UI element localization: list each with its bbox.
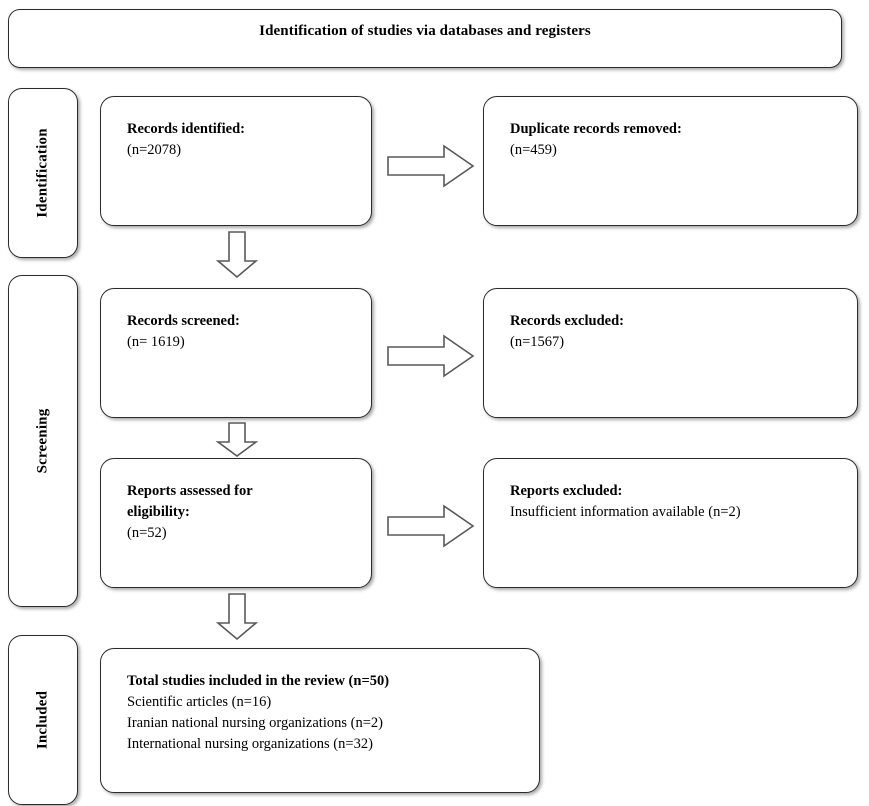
arrow-right-icon-assessed-to-reports-excluded bbox=[386, 503, 476, 549]
node-duplicate-records-removed: Duplicate records removed: (n=459) bbox=[483, 96, 858, 226]
records-screened-count: (n= 1619) bbox=[127, 334, 185, 350]
node-reports-excluded: Reports excluded: Insufficient informati… bbox=[483, 458, 858, 588]
arrow-right-icon-screened-to-excluded bbox=[386, 333, 476, 379]
node-total-studies-included: Total studies included in the review (n=… bbox=[100, 648, 540, 793]
records-identified-title: Records identified: bbox=[127, 121, 245, 137]
reports-assessed-title-line2: eligibility: bbox=[127, 504, 190, 520]
node-records-screened: Records screened: (n= 1619) bbox=[100, 288, 372, 418]
arrow-down-icon-screened-to-assessed bbox=[214, 421, 260, 459]
node-records-identified: Records identified: (n=2078) bbox=[100, 96, 372, 226]
stage-identification-text: Identification bbox=[34, 128, 51, 218]
stage-label-included: Included bbox=[8, 635, 78, 805]
node-reports-assessed: Reports assessed for eligibility: (n=52) bbox=[100, 458, 372, 588]
reports-assessed-count: (n=52) bbox=[127, 525, 167, 541]
stage-screening-text: Screening bbox=[34, 408, 51, 474]
node-records-excluded: Records excluded: (n=1567) bbox=[483, 288, 858, 418]
diagram-header-box: Identification of studies via databases … bbox=[8, 9, 842, 68]
reports-excluded-title: Reports excluded: bbox=[510, 483, 623, 499]
stage-label-screening: Screening bbox=[8, 275, 78, 607]
arrow-down-icon-identified-to-screened bbox=[214, 230, 260, 280]
reports-assessed-title-line1: Reports assessed for bbox=[127, 483, 253, 499]
records-excluded-count: (n=1567) bbox=[510, 334, 565, 350]
reports-excluded-reason: Insufficient information available (n=2) bbox=[510, 504, 741, 520]
stage-included-text: Included bbox=[34, 690, 51, 750]
total-studies-item-3: International nursing organizations (n=3… bbox=[127, 736, 373, 752]
total-studies-item-1: Scientific articles (n=16) bbox=[127, 694, 272, 710]
duplicate-records-count: (n=459) bbox=[510, 142, 557, 158]
diagram-title: Identification of studies via databases … bbox=[259, 23, 591, 39]
records-identified-count: (n=2078) bbox=[127, 142, 182, 158]
duplicate-records-title: Duplicate records removed: bbox=[510, 121, 682, 137]
total-studies-item-2: Iranian national nursing organizations (… bbox=[127, 715, 383, 731]
total-studies-title: Total studies included in the review (n=… bbox=[127, 673, 390, 689]
records-screened-title: Records screened: bbox=[127, 313, 240, 329]
arrow-down-icon-assessed-to-total bbox=[214, 592, 260, 642]
arrow-right-icon-identified-to-duplicates bbox=[386, 143, 476, 189]
records-excluded-title: Records excluded: bbox=[510, 313, 624, 329]
stage-label-identification: Identification bbox=[8, 88, 78, 258]
